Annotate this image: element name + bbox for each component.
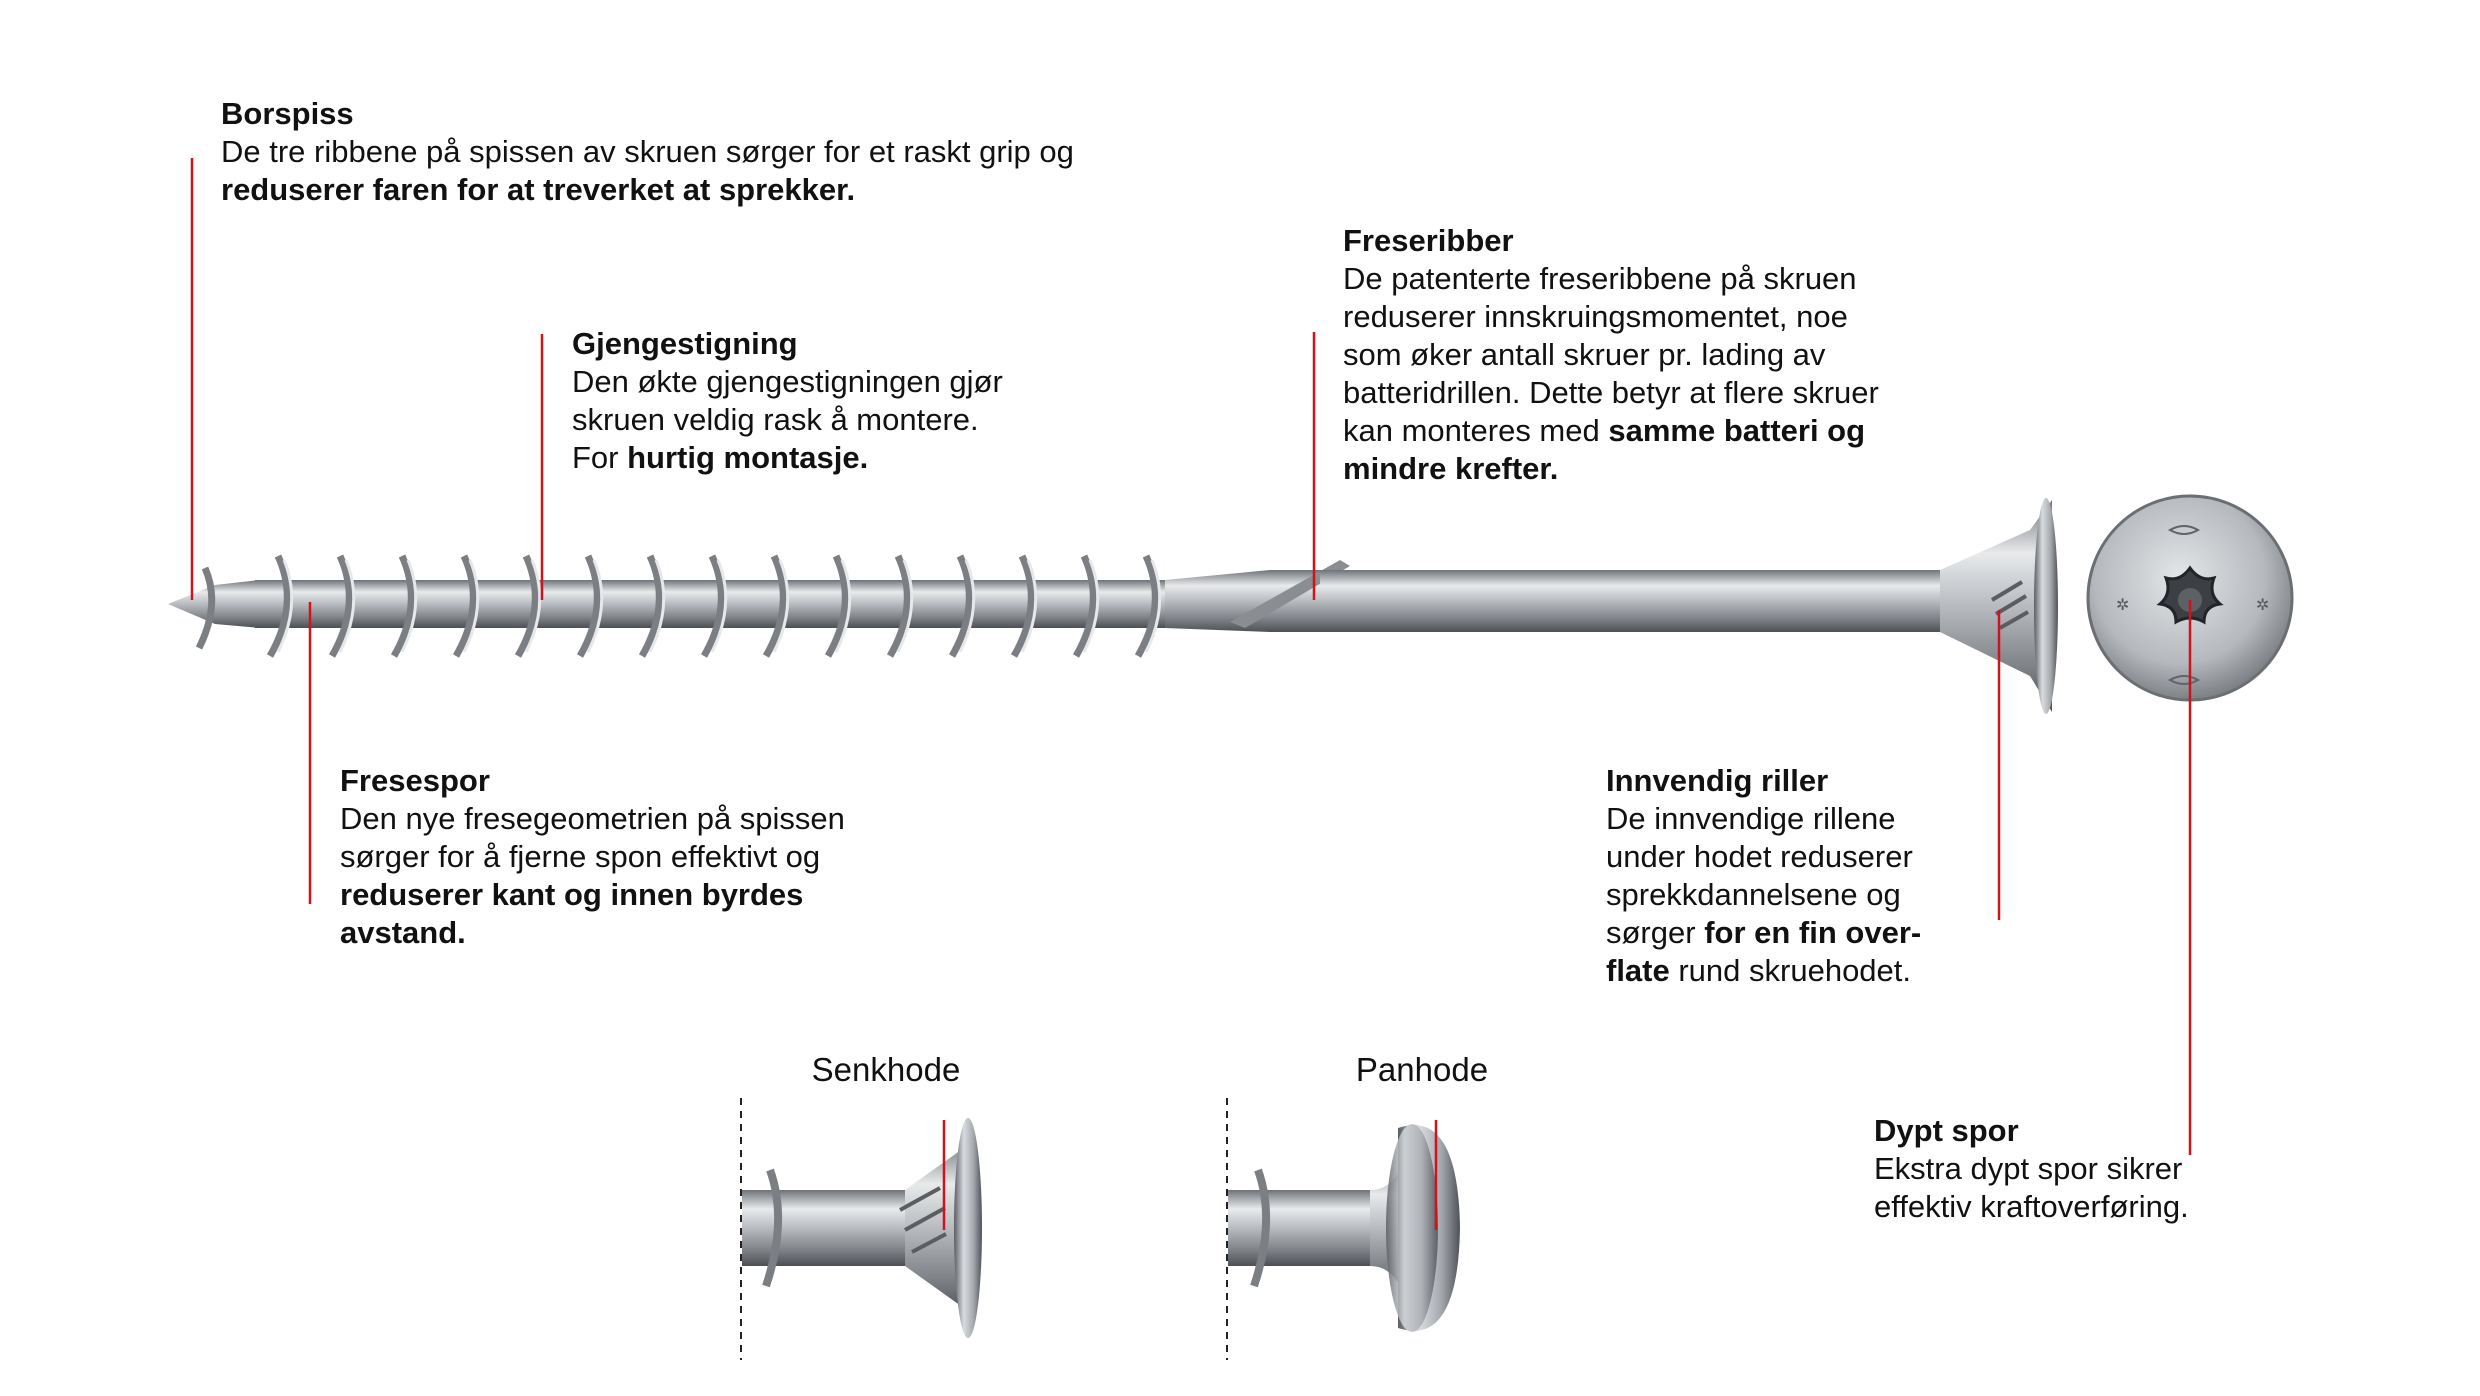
callout-dypt-spor: Dypt spor Ekstra dypt spor sikrer effekt… <box>1874 1112 2189 1226</box>
screw-head-side <box>1940 500 2052 712</box>
callout-line: sørger <box>1606 915 1705 950</box>
callout-emphasis: avstand. <box>340 915 466 950</box>
callout-emphasis: reduserer kant og innen byrdes <box>340 877 804 912</box>
leader-lines <box>190 158 2192 1230</box>
callout-emphasis: mindre krefter. <box>1343 451 1559 486</box>
callout-emphasis: flate <box>1606 953 1670 988</box>
screw-threads <box>195 554 1159 658</box>
pan-head-icon <box>1226 1098 1460 1360</box>
callout-line: Den økte gjengestigningen gjør <box>572 364 1003 399</box>
screw-thread-highlights <box>276 559 1162 653</box>
callout-emphasis: samme batteri og <box>1608 413 1866 448</box>
callout-line: rund skruehodet. <box>1669 953 1912 988</box>
callout-title: Borspiss <box>221 96 354 131</box>
callout-title: Fresespor <box>340 763 490 798</box>
callout-line: batteridrillen. Dette betyr at flere skr… <box>1343 375 1879 410</box>
callout-line: skruen veldig rask å montere. <box>572 402 979 437</box>
callout-innvendig-riller: Innvendig riller De innvendige rillene u… <box>1606 762 1921 990</box>
label-senkhode: Senkhode <box>811 1051 961 1088</box>
callout-emphasis: reduserer faren for at treverket at spre… <box>221 172 856 207</box>
callout-gjengestigning: Gjengestigning Den økte gjengestigningen… <box>572 325 1003 477</box>
callout-line: under hodet reduserer <box>1606 839 1913 874</box>
svg-text:✲: ✲ <box>2116 595 2129 614</box>
screw-transition <box>1165 570 1330 632</box>
callout-freseribber: Freseribber De patenterte freseribbene p… <box>1343 222 1879 488</box>
callout-line: reduserer innskruingsmomentet, noe <box>1343 299 1848 334</box>
callout-fresespor: Fresespor Den nye fresegeometrien på spi… <box>340 762 845 952</box>
callout-line: kan monteres med <box>1343 413 1609 448</box>
callout-title: Innvendig riller <box>1606 763 1829 798</box>
callout-emphasis: for en fin over- <box>1704 915 1922 950</box>
callout-line: For <box>572 440 628 475</box>
callout-line: Ekstra dypt spor sikrer <box>1874 1151 2183 1186</box>
screw-shank <box>1320 570 1950 632</box>
callout-title: Dypt spor <box>1874 1113 2019 1148</box>
callout-line: sørger for å fjerne spon effektivt og <box>340 839 821 874</box>
callout-emphasis: hurtig montasje. <box>627 440 869 475</box>
callout-borspiss: Borspiss De tre ribbene på spissen av sk… <box>221 95 1074 209</box>
callout-line: De innvendige rillene <box>1606 801 1896 836</box>
label-panhode: Panhode <box>1355 1051 1489 1088</box>
callout-line: De tre ribbene på spissen av skruen sørg… <box>221 134 1074 169</box>
callout-line: De patenterte freseribbene på skruen <box>1343 261 1857 296</box>
svg-text:✲: ✲ <box>2256 595 2269 614</box>
callout-title: Freseribber <box>1343 223 1514 258</box>
countersunk-head-icon <box>740 1098 982 1360</box>
callout-line: som øker antall skruer pr. lading av <box>1343 337 1826 372</box>
callout-line: Den nye fresegeometrien på spissen <box>340 801 845 836</box>
screw-head-rim <box>2034 498 2058 714</box>
head-underside-ribs <box>1990 580 2029 630</box>
callout-line: sprekkdannelsene og <box>1606 877 1901 912</box>
callout-line: effektiv kraftoverføring. <box>1874 1189 2189 1224</box>
screw-illustration <box>168 498 2058 714</box>
callout-title: Gjengestigning <box>572 326 798 361</box>
